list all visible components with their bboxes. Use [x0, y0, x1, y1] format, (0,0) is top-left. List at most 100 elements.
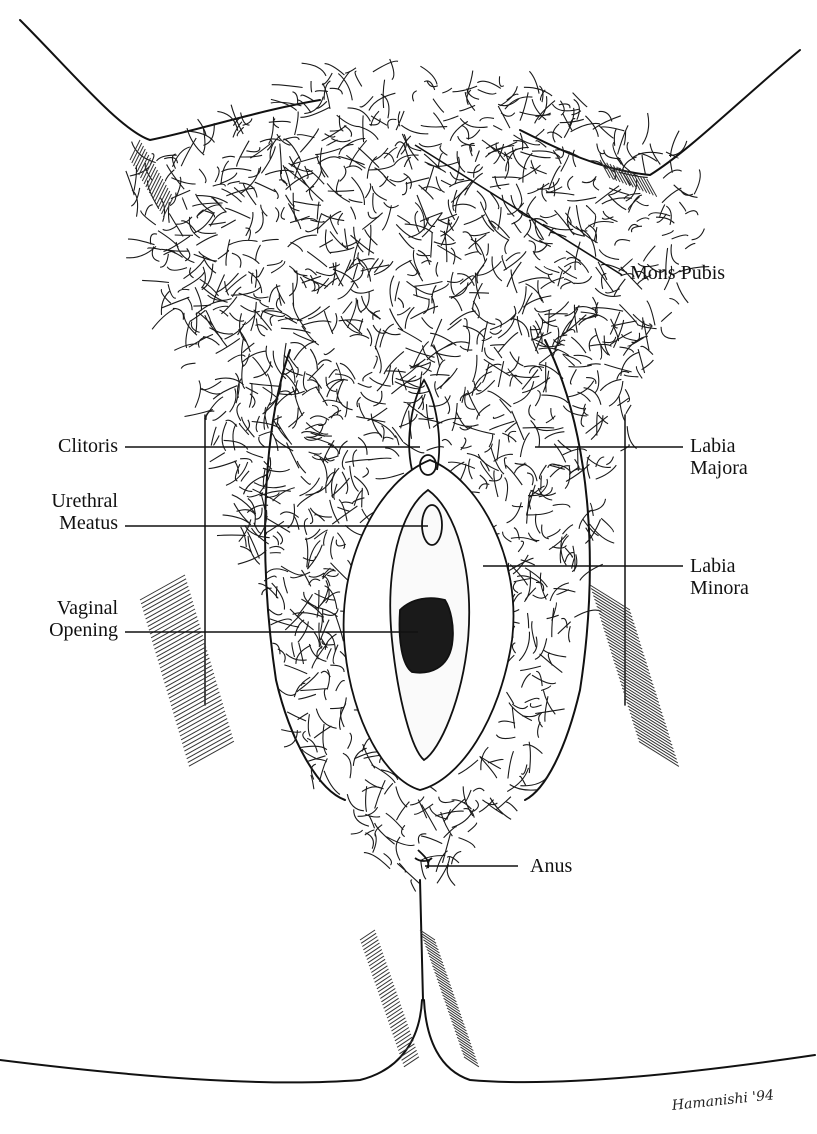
hair-stroke: [462, 125, 469, 140]
hair-stroke: [396, 787, 407, 808]
hair-stroke: [512, 505, 523, 507]
hair-stroke: [560, 101, 564, 116]
hatch-stroke: [430, 959, 445, 969]
hair-stroke: [360, 96, 373, 107]
hair-stroke: [309, 579, 320, 585]
hair-stroke: [169, 213, 183, 236]
hair-stroke: [335, 613, 344, 641]
hair-stroke: [472, 308, 495, 325]
hair-stroke: [457, 151, 465, 172]
hair-stroke: [327, 140, 338, 146]
hair-stroke: [297, 491, 319, 507]
hair-stroke: [677, 282, 689, 303]
hair-stroke: [351, 207, 356, 220]
hair-stroke: [288, 235, 317, 247]
hatch-stroke: [463, 1054, 478, 1064]
hair-stroke: [490, 798, 511, 820]
hair-stroke: [228, 181, 240, 185]
hair-stroke: [493, 126, 502, 131]
hair-stroke: [317, 202, 319, 220]
hair-stroke: [290, 157, 319, 165]
hair-stroke: [338, 213, 343, 225]
hair-stroke: [490, 313, 516, 330]
hair-stroke: [528, 183, 550, 194]
hair-stroke: [637, 201, 649, 206]
label-mons-pubis: Mons Pubis: [630, 262, 725, 284]
hair-stroke: [353, 265, 357, 280]
hair-stroke: [171, 178, 195, 184]
hair-stroke: [241, 527, 247, 547]
hair-stroke: [418, 834, 426, 844]
hair-stroke: [267, 260, 282, 266]
hair-stroke: [216, 338, 240, 353]
hair-stroke: [477, 261, 502, 275]
hair-stroke: [327, 183, 350, 202]
hair-stroke: [255, 182, 276, 192]
hair-stroke: [293, 283, 294, 306]
hair-stroke: [316, 759, 327, 762]
hatch-stroke: [431, 963, 446, 973]
hair-stroke: [302, 63, 326, 76]
hair-stroke: [373, 193, 377, 213]
hair-stroke: [377, 365, 391, 391]
hair-stroke: [610, 332, 632, 345]
hatch-stroke: [445, 1002, 460, 1012]
hair-stroke: [609, 381, 623, 406]
hair-stroke: [552, 104, 579, 111]
hair-stroke: [325, 64, 345, 75]
hair-stroke: [524, 220, 531, 238]
hair-stroke: [492, 177, 521, 178]
hair-stroke: [530, 703, 541, 707]
hair-stroke: [368, 408, 388, 421]
hair-stroke: [451, 272, 454, 295]
hair-stroke: [500, 86, 518, 106]
hair-stroke: [306, 538, 308, 568]
hair-stroke: [274, 119, 279, 128]
hair-stroke: [263, 387, 279, 399]
hair-stroke: [307, 738, 317, 752]
hair-stroke: [322, 126, 347, 141]
hair-stroke: [217, 535, 246, 536]
hatch-stroke: [434, 969, 449, 979]
hair-stroke: [261, 146, 275, 173]
hair-stroke: [479, 484, 489, 489]
hatch-stroke: [422, 937, 437, 947]
hair-stroke: [358, 383, 372, 387]
hair-stroke: [570, 469, 585, 474]
hatch-stroke: [441, 992, 456, 1002]
hair-stroke: [225, 208, 250, 218]
hair-stroke: [266, 569, 288, 574]
hair-stroke: [296, 367, 298, 377]
hair-stroke: [622, 157, 636, 171]
hair-stroke: [544, 266, 559, 273]
hair-stroke: [385, 448, 399, 456]
hair-stroke: [419, 143, 442, 146]
hair-stroke: [527, 473, 533, 485]
hair-stroke: [242, 351, 266, 362]
hair-stroke: [185, 248, 190, 261]
hair-stroke: [309, 452, 322, 454]
hair-stroke: [431, 232, 432, 257]
hair-stroke: [260, 471, 271, 493]
hair-stroke: [163, 226, 177, 230]
hair-stroke: [512, 708, 515, 729]
label-clitoris: Clitoris: [40, 435, 118, 457]
hair-stroke: [363, 372, 372, 381]
hair-stroke: [624, 375, 639, 377]
hair-stroke: [529, 71, 539, 93]
hair-stroke: [195, 381, 200, 408]
hatch-stroke: [462, 1050, 477, 1060]
hair-stroke: [258, 584, 278, 599]
hair-stroke: [336, 681, 345, 691]
hair-stroke: [550, 466, 570, 477]
hair-stroke: [647, 301, 655, 326]
hair-stroke: [237, 141, 250, 167]
hair-stroke: [331, 313, 336, 332]
hair-stroke: [558, 440, 572, 451]
hair-stroke: [527, 485, 536, 515]
hair-stroke: [325, 586, 337, 609]
hair-stroke: [134, 165, 137, 190]
hair-stroke: [421, 836, 442, 844]
hair-stroke: [407, 281, 433, 294]
hair-stroke: [298, 713, 309, 720]
